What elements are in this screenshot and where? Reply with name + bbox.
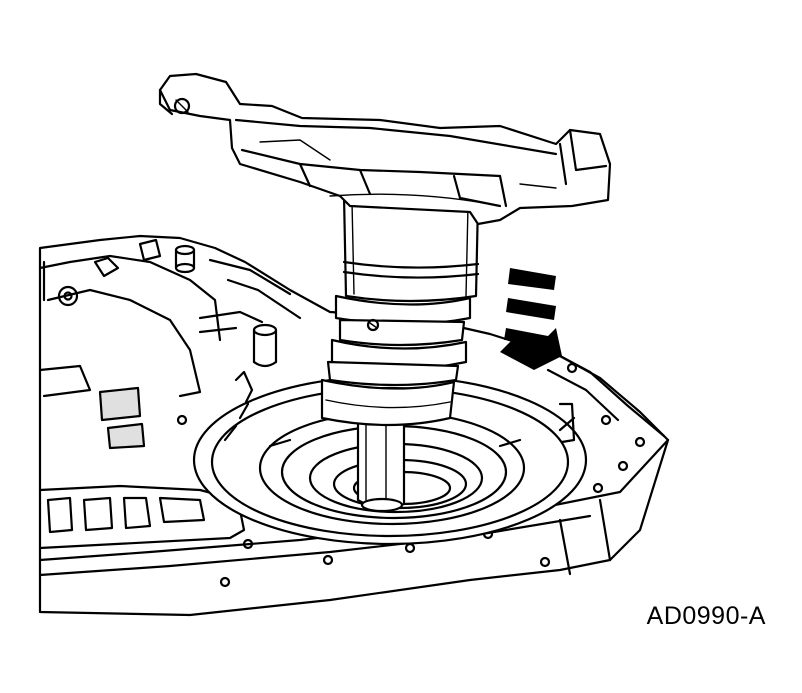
figure-code-label: AD0990-A (646, 602, 766, 630)
arrow-down-left-icon (500, 268, 562, 370)
installer-top-plate (158, 72, 612, 226)
installer-shaft (356, 418, 406, 513)
installer-body (320, 194, 480, 427)
